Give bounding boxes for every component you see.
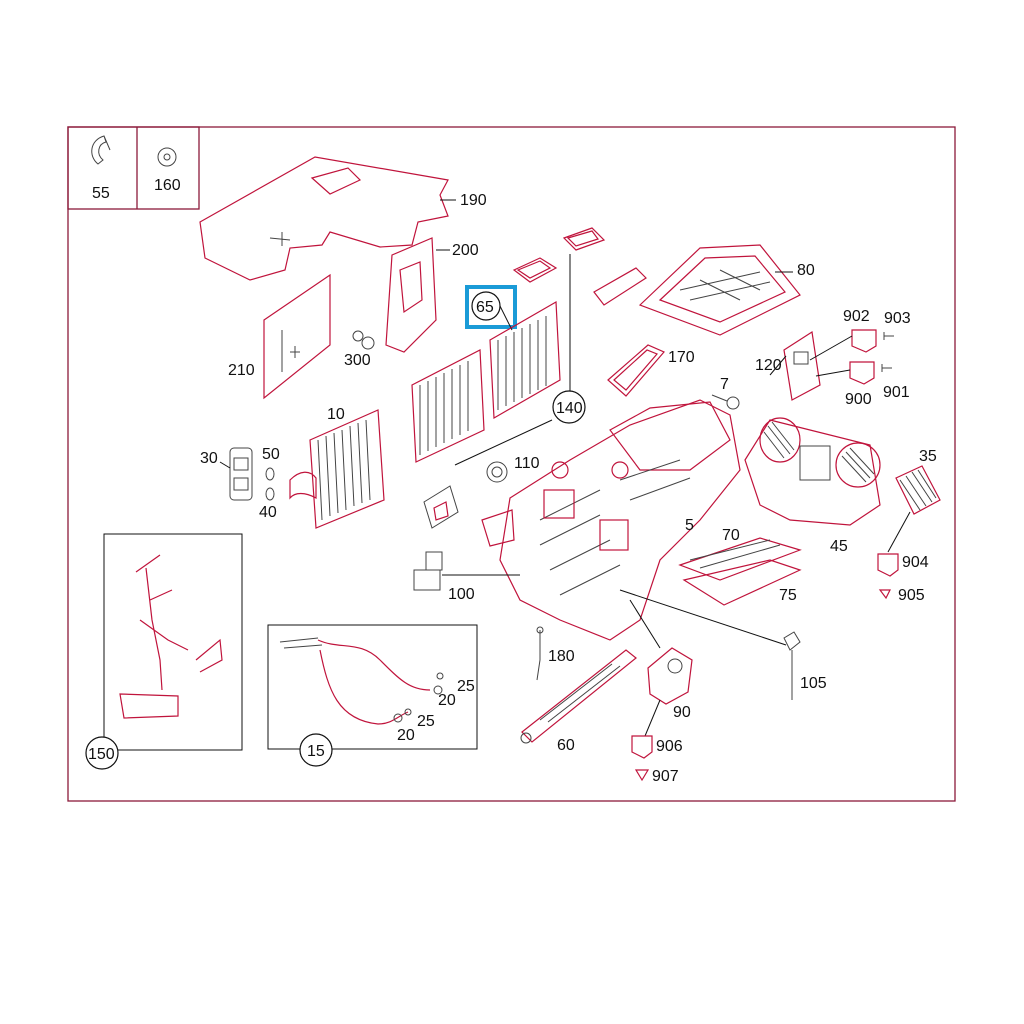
label-30[interactable]: 30	[200, 450, 218, 467]
label-90[interactable]: 90	[673, 704, 691, 721]
label-105[interactable]: 105	[800, 675, 827, 692]
part-120-control-module[interactable]: 120	[755, 330, 821, 401]
part-30-expansion-valve[interactable]: 30	[200, 447, 253, 501]
part-65-cabin-filter[interactable]: 65	[465, 285, 517, 331]
part-105-temperature-sensor[interactable]: 105	[619, 589, 827, 700]
part-150-linkage-kit[interactable]: 150	[85, 533, 243, 770]
label-45[interactable]: 45	[830, 538, 848, 555]
part-15-pipe-assembly[interactable]: 25 20 25 20 15	[267, 624, 478, 767]
part-50-40-orings[interactable]: 50 40	[259, 446, 280, 521]
label-35[interactable]: 35	[919, 448, 937, 465]
label-200[interactable]: 200	[452, 242, 479, 259]
part-190-insulation-mat[interactable]: 190	[199, 156, 487, 281]
part-10-heat-exchanger[interactable]: 10	[289, 406, 385, 529]
label-25b[interactable]: 25	[417, 713, 435, 730]
label-160[interactable]: 160	[154, 177, 181, 194]
label-65[interactable]: 65	[476, 299, 494, 316]
label-80[interactable]: 80	[797, 262, 815, 279]
label-190[interactable]: 190	[460, 192, 487, 209]
label-15[interactable]: 15	[307, 743, 325, 760]
part-170-seal-frame[interactable]: 170	[593, 267, 695, 397]
inset-small-parts: 55 160	[67, 126, 200, 210]
label-25a[interactable]: 25	[457, 678, 475, 695]
part-902-903-connectors[interactable]: 902 903	[809, 308, 911, 361]
label-901[interactable]: 901	[883, 384, 910, 401]
label-905[interactable]: 905	[898, 587, 925, 604]
label-907[interactable]: 907	[652, 768, 679, 785]
part-200-foam-seal[interactable]: 200	[385, 237, 479, 353]
part-300-clip[interactable]: 300	[344, 330, 375, 369]
label-10[interactable]: 10	[327, 406, 345, 423]
part-35-resistor[interactable]: 35	[887, 448, 941, 553]
label-50[interactable]: 50	[262, 446, 280, 463]
part-70-flap[interactable]: 70	[678, 527, 802, 581]
part-90-servo-motor[interactable]: 90	[629, 599, 693, 737]
part-sensor-plate	[423, 485, 459, 529]
label-7[interactable]: 7	[720, 376, 729, 393]
label-110[interactable]: 110	[514, 455, 540, 472]
highlight-box-65	[465, 285, 517, 329]
nut-icon-160	[157, 147, 177, 167]
label-20b[interactable]: 20	[397, 727, 415, 744]
label-180[interactable]: 180	[548, 648, 575, 665]
part-80-upper-housing[interactable]: 80	[638, 244, 815, 336]
part-110-cap[interactable]: 110	[486, 455, 540, 483]
part-100-actuator[interactable]: 100	[413, 551, 520, 603]
part-140-filter-pair[interactable]: 140	[411, 254, 586, 466]
label-904[interactable]: 904	[902, 554, 929, 571]
label-120[interactable]: 120	[755, 357, 782, 374]
label-140[interactable]: 140	[556, 400, 583, 417]
label-70[interactable]: 70	[722, 527, 740, 544]
label-75[interactable]: 75	[779, 587, 797, 604]
label-60[interactable]: 60	[557, 737, 575, 754]
part-900-901-connectors[interactable]: 900 901	[815, 361, 910, 408]
diagram-frame	[67, 126, 956, 802]
label-900[interactable]: 900	[845, 391, 872, 408]
part-45-blower-motor[interactable]: 45	[744, 417, 881, 555]
label-170[interactable]: 170	[668, 349, 695, 366]
part-7-screw[interactable]: 7	[711, 376, 740, 410]
label-5[interactable]: 5	[685, 517, 694, 534]
part-210-panel[interactable]: 210	[228, 273, 331, 400]
part-60-heater-core[interactable]: 60	[520, 649, 637, 754]
label-40[interactable]: 40	[259, 504, 277, 521]
clip-icon-55	[91, 135, 111, 165]
label-20a[interactable]: 20	[438, 692, 456, 709]
label-300[interactable]: 300	[344, 352, 371, 369]
label-902[interactable]: 902	[843, 308, 870, 325]
label-906[interactable]: 906	[656, 738, 683, 755]
part-180-drain-hose[interactable]: 180	[536, 626, 575, 681]
label-903[interactable]: 903	[884, 310, 911, 327]
part-906-907-connectors[interactable]: 906 907	[631, 735, 683, 785]
label-150[interactable]: 150	[88, 746, 115, 763]
part-5-hvac-housing[interactable]: 5	[481, 399, 741, 641]
part-904-905-connectors[interactable]: 904 905	[877, 553, 929, 604]
part-75-gasket[interactable]: 75	[682, 559, 802, 606]
label-210[interactable]: 210	[228, 362, 255, 379]
label-100[interactable]: 100	[448, 586, 475, 603]
label-55[interactable]: 55	[92, 185, 110, 202]
part-filter-seals	[512, 227, 606, 283]
